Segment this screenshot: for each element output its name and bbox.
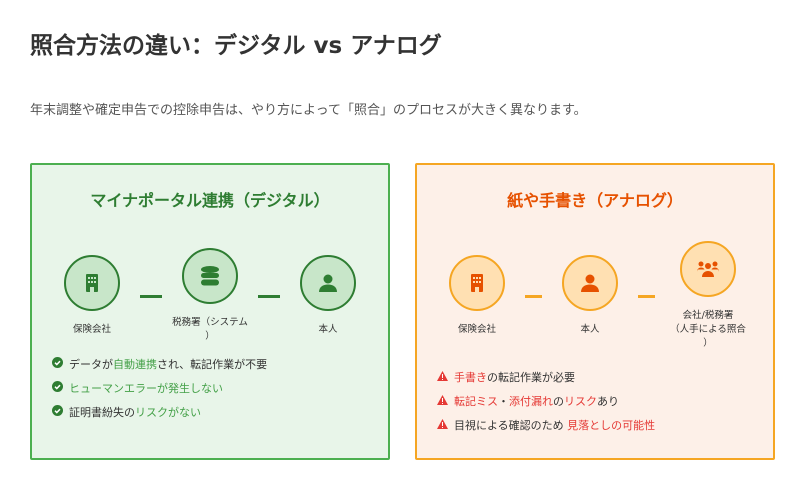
flow-node: 保険会社	[52, 255, 132, 337]
warning-icon	[437, 370, 448, 384]
warning-icon	[437, 394, 448, 408]
text: 証明書紛失の	[69, 406, 135, 419]
list-item: 目視による確認のため 見落としの可能性	[437, 413, 655, 437]
connector-line	[525, 294, 542, 298]
page-subtitle: 年末調整や確定申告での控除申告は、やり方によって「照合」のプロセスが大きく異なり…	[30, 103, 587, 118]
list-item: データが自動連携され、転記作業が不要	[52, 352, 267, 376]
node-label: 会社/税務署 （人手による照合 ）	[670, 310, 746, 349]
analog-panel: 紙や手書き（アナログ） 保険会社 本人 会社/税務署 （人手による照合 ） 手書…	[415, 163, 775, 460]
analog-panel-title: 紙や手書き（アナログ）	[507, 191, 683, 210]
node-label: 本人	[580, 324, 600, 335]
analog-flow: 保険会社 本人 会社/税務署 （人手による照合 ）	[437, 241, 753, 351]
flow-node: 本人	[550, 255, 630, 337]
highlight: リスク	[564, 395, 597, 408]
analog-risks-list: 手書きの転記作業が必要 転記ミス・添付漏れのリスクあり 目視による確認のため 見…	[437, 365, 655, 437]
highlight: 転記ミス	[454, 395, 498, 408]
node-label: 税務署（システム ）	[172, 317, 248, 342]
text: の	[553, 395, 564, 408]
flow-node: 保険会社	[437, 255, 517, 337]
digital-benefits-list: データが自動連携され、転記作業が不要 ヒューマンエラーが発生しない 証明書紛失の…	[52, 352, 267, 424]
group-icon	[680, 241, 736, 297]
digital-panel: マイナポータル連携（デジタル） 保険会社 税務署（システム ） 本人 データが自…	[30, 163, 390, 460]
node-label: 保険会社	[457, 324, 496, 335]
connector-line	[258, 294, 280, 298]
highlight: 見落としの可能性	[567, 419, 656, 432]
check-circle-icon	[52, 405, 63, 419]
node-label: 本人	[318, 324, 338, 335]
person-icon	[562, 255, 618, 311]
highlight: リスクがない	[135, 406, 201, 419]
highlight: 手書き	[454, 371, 487, 384]
text: され、転記作業が不要	[157, 358, 268, 371]
connector-line	[638, 294, 655, 298]
database-icon	[182, 248, 238, 304]
person-icon	[300, 255, 356, 311]
connector-line	[140, 294, 162, 298]
highlight: 自動連携	[113, 358, 157, 371]
node-label: 保険会社	[72, 324, 111, 335]
flow-node: 会社/税務署 （人手による照合 ）	[663, 241, 753, 351]
building-icon	[449, 255, 505, 311]
flow-node: 本人	[288, 255, 368, 337]
check-circle-icon	[52, 357, 63, 371]
text: あり	[597, 395, 619, 408]
digital-panel-title: マイナポータル連携（デジタル）	[90, 191, 330, 210]
highlight: 添付漏れ	[509, 395, 553, 408]
text: データが	[69, 358, 113, 371]
warning-icon	[437, 418, 448, 432]
highlight: ヒューマンエラーが発生しない	[69, 382, 223, 395]
list-item: 手書きの転記作業が必要	[437, 365, 655, 389]
text: ・	[498, 395, 509, 408]
list-item: 転記ミス・添付漏れのリスクあり	[437, 389, 655, 413]
flow-node: 税務署（システム ）	[170, 248, 250, 344]
building-icon	[64, 255, 120, 311]
text: 目視による確認のため	[454, 419, 568, 432]
list-item: 証明書紛失のリスクがない	[52, 400, 267, 424]
digital-flow: 保険会社 税務署（システム ） 本人	[52, 241, 368, 351]
text: の転記作業が必要	[487, 371, 575, 384]
page-title: 照合方法の違い：デジタル vs アナログ	[30, 33, 442, 59]
check-circle-icon	[52, 381, 63, 395]
list-item: ヒューマンエラーが発生しない	[52, 376, 267, 400]
